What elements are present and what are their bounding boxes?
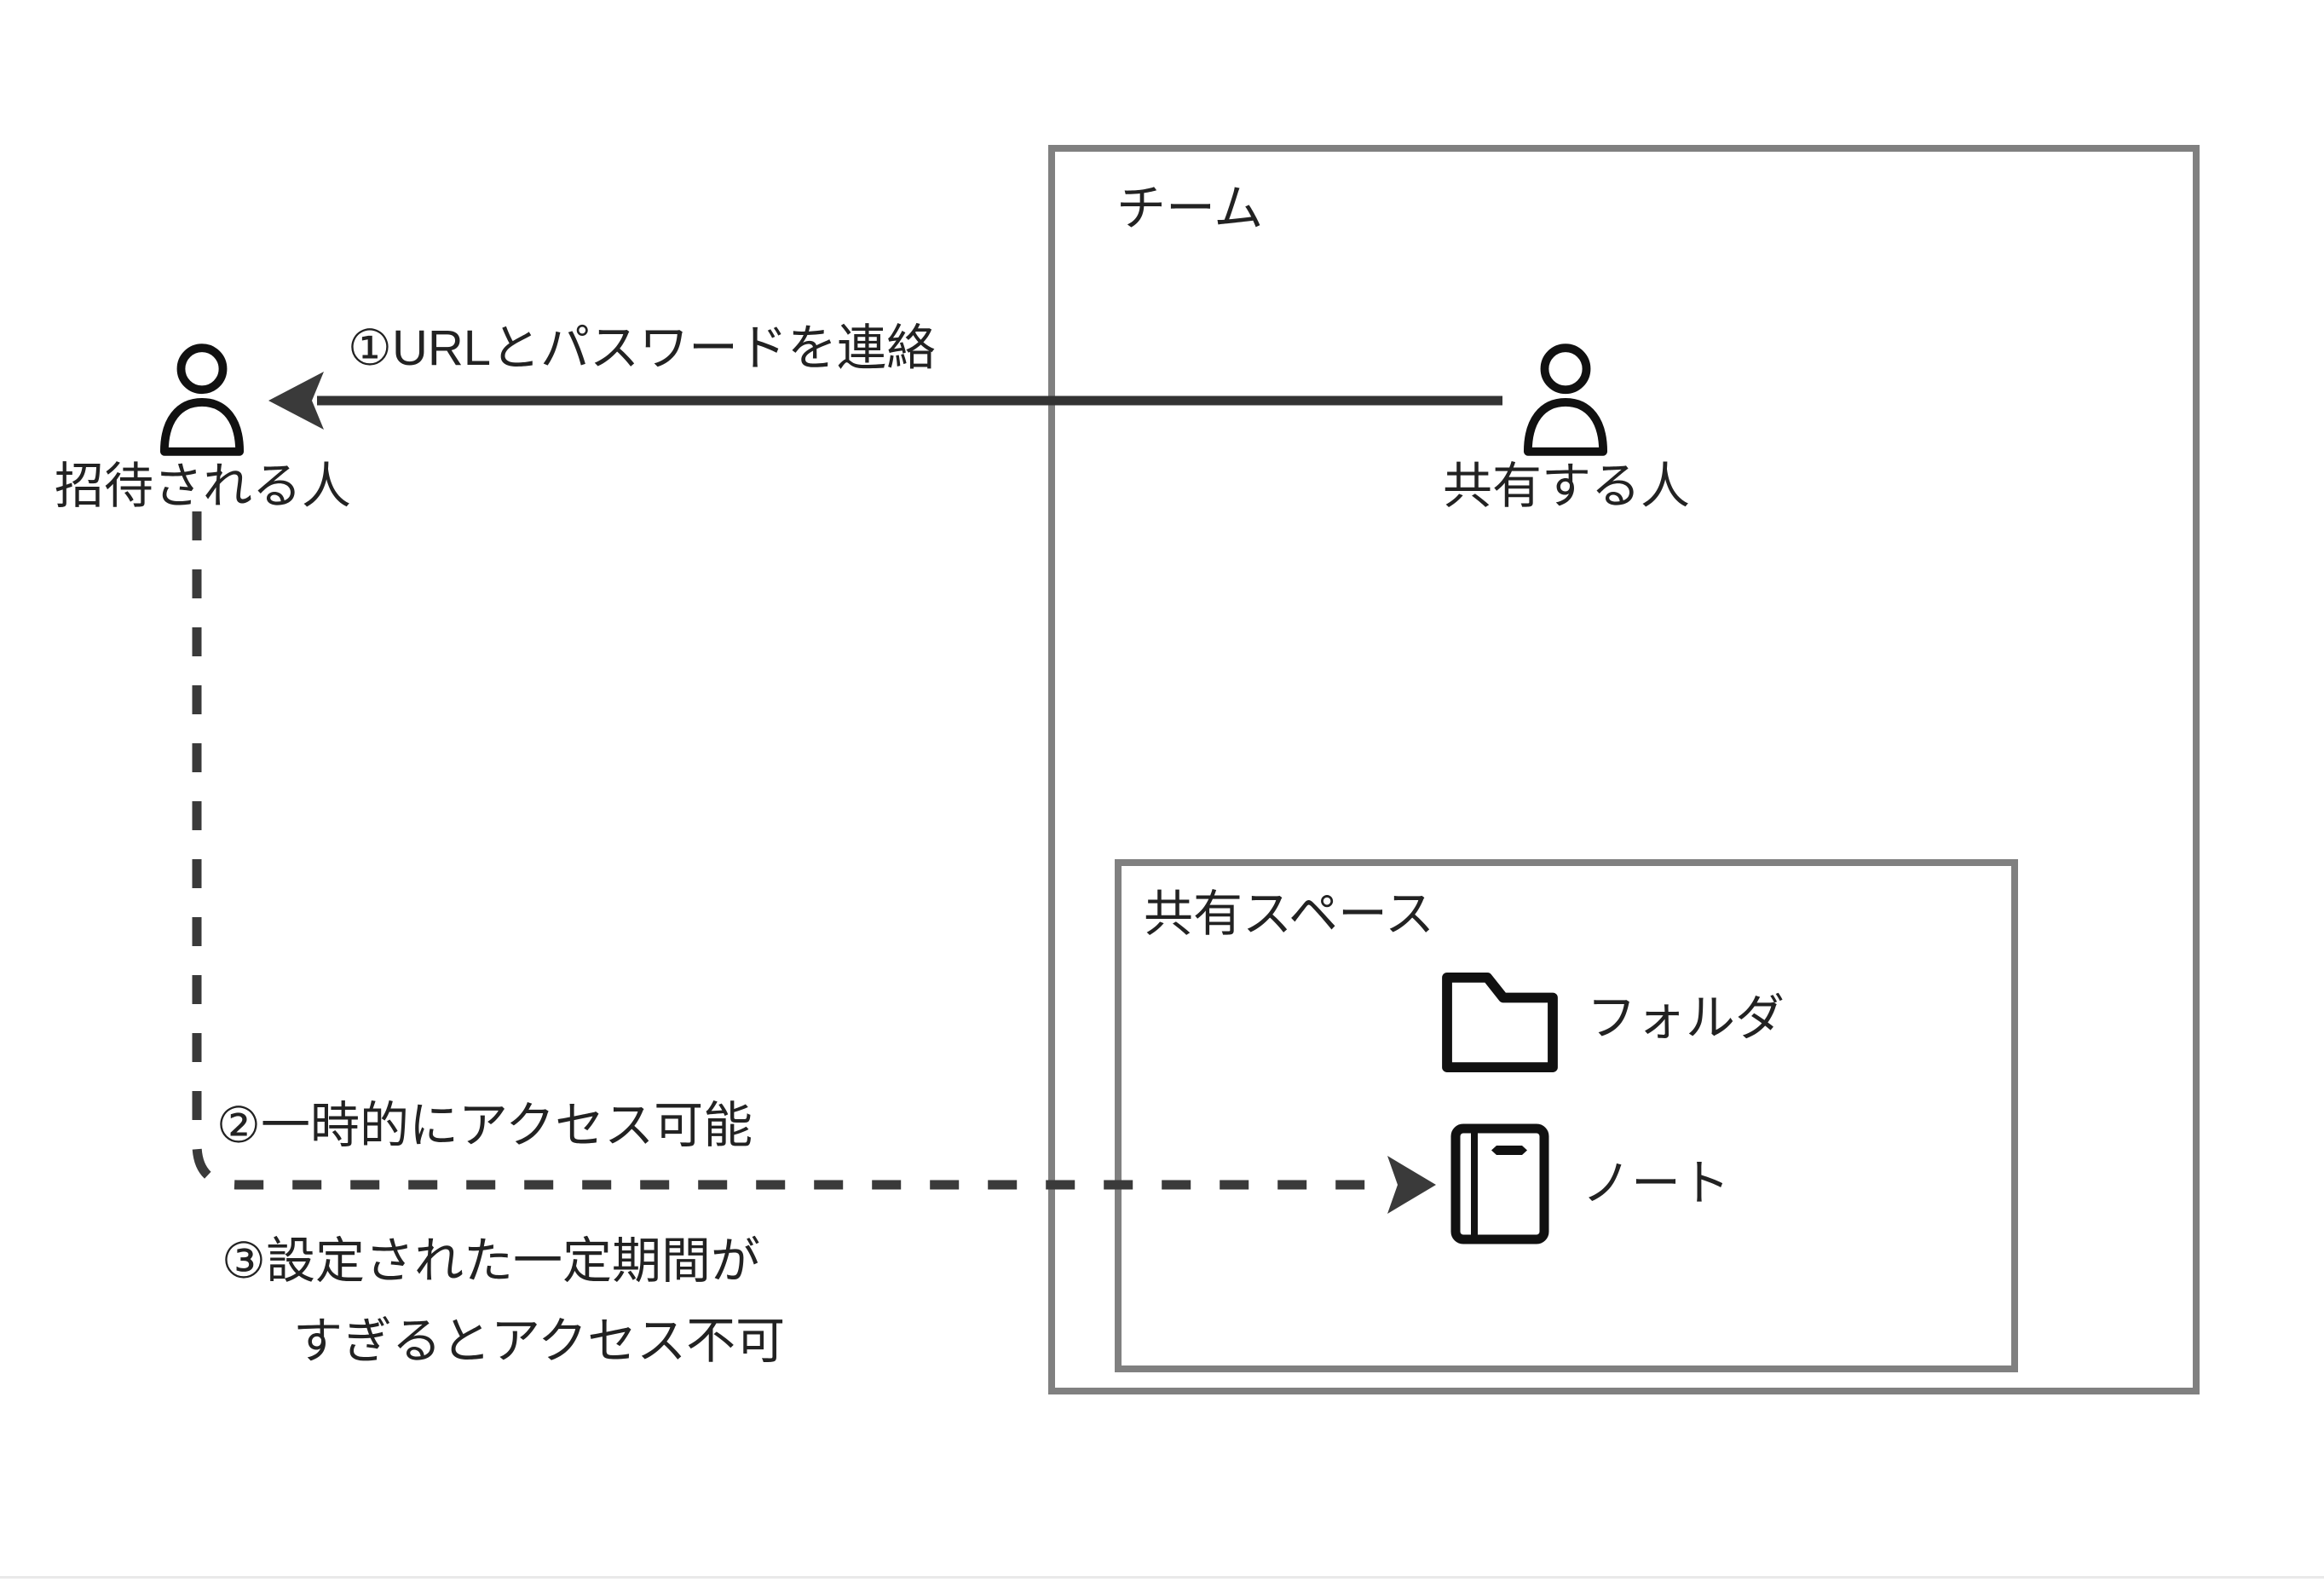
step3-label-line2: すぎるとアクセス不可 (293, 1313, 786, 1369)
invitee-person-icon (159, 344, 245, 456)
team-box-label: チーム (1116, 181, 1264, 236)
step3-label-line1: ③設定された一定期間が (222, 1233, 760, 1289)
note-label: ノート (1582, 1156, 1731, 1211)
step2-label: ②一時的にアクセス可能 (216, 1098, 753, 1153)
shared-space-label: 共有スペース (1144, 886, 1435, 942)
note-icon (1450, 1123, 1549, 1244)
folder-label: フォルダ (1587, 990, 1785, 1046)
sharer-label: 共有する人 (1442, 459, 1691, 514)
step3-label: ③設定された一定期間が すぎるとアクセス不可 (222, 1221, 785, 1382)
bottom-hairline (0, 1576, 2324, 1579)
sharer-person-icon (1523, 344, 1608, 456)
step1-label: ①URLとパスワードを連絡 (348, 320, 937, 376)
folder-icon (1442, 972, 1558, 1073)
invitee-label: 招待される人 (54, 459, 352, 514)
